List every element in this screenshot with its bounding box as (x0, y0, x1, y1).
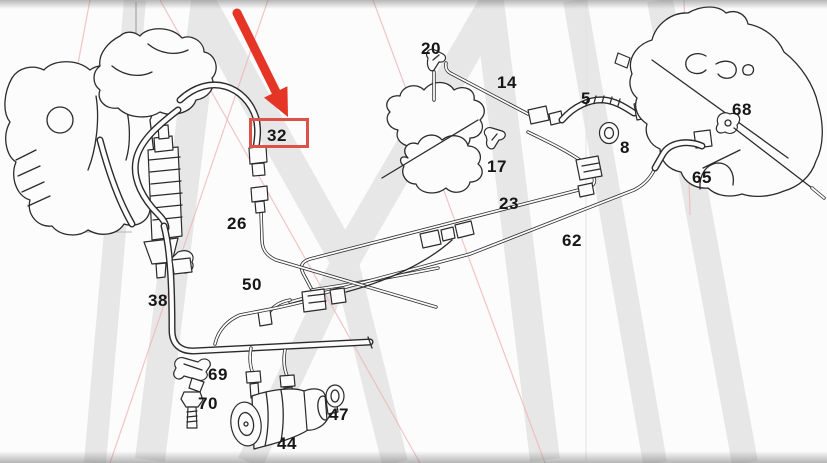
pipe-20 (425, 48, 447, 102)
engine-hose-left (96, 136, 136, 228)
part-label-32[interactable]: 32 (267, 126, 287, 145)
clamp-17 (483, 127, 506, 150)
seal-ring-47 (325, 384, 345, 408)
highlight-box[interactable] (249, 118, 309, 148)
part-label-38[interactable]: 38 (148, 291, 168, 310)
fittings-32-26 (248, 145, 269, 214)
part-label-69[interactable]: 69 (208, 365, 228, 384)
part-label-5[interactable]: 5 (581, 89, 591, 108)
part-label-62[interactable]: 62 (562, 231, 582, 250)
engine-hose-loop (131, 106, 182, 232)
bracket-69 (173, 357, 211, 393)
highlight-arrow (232, 8, 288, 117)
part-label-50[interactable]: 50 (242, 275, 262, 294)
part-label-65[interactable]: 65 (692, 168, 712, 187)
part-label-20[interactable]: 20 (421, 39, 441, 58)
long-pipe-62 (257, 166, 657, 327)
part-label-70[interactable]: 70 (198, 394, 218, 413)
part-label-26[interactable]: 26 (227, 214, 247, 233)
fuel-tank (614, 6, 823, 198)
hose-38 (160, 222, 374, 355)
part-label-17[interactable]: 17 (487, 157, 507, 176)
pump-unit (381, 81, 485, 194)
hose-23-coupling (526, 130, 603, 181)
highlight-arrow-shaft (232, 8, 281, 97)
part-label-47[interactable]: 47 (329, 405, 349, 424)
hose-32 (176, 81, 262, 152)
hose-65 (651, 139, 741, 172)
part-label-14[interactable]: 14 (497, 73, 517, 92)
part-label-44[interactable]: 44 (277, 434, 297, 453)
highlight-arrow-head (264, 86, 288, 117)
inline-connectors (419, 182, 595, 249)
pipe-50 (213, 287, 347, 346)
part-label-68[interactable]: 68 (732, 100, 752, 119)
grommet-8 (598, 121, 620, 145)
fuel-filter-44 (230, 388, 339, 450)
pipe-26-line (259, 210, 438, 309)
bolt-70 (180, 391, 204, 429)
tank-outlet-pipe (733, 127, 826, 200)
part-label-8[interactable]: 8 (620, 138, 630, 157)
part-label-23[interactable]: 23 (499, 194, 519, 213)
pipe-50-thin-run (345, 239, 453, 293)
